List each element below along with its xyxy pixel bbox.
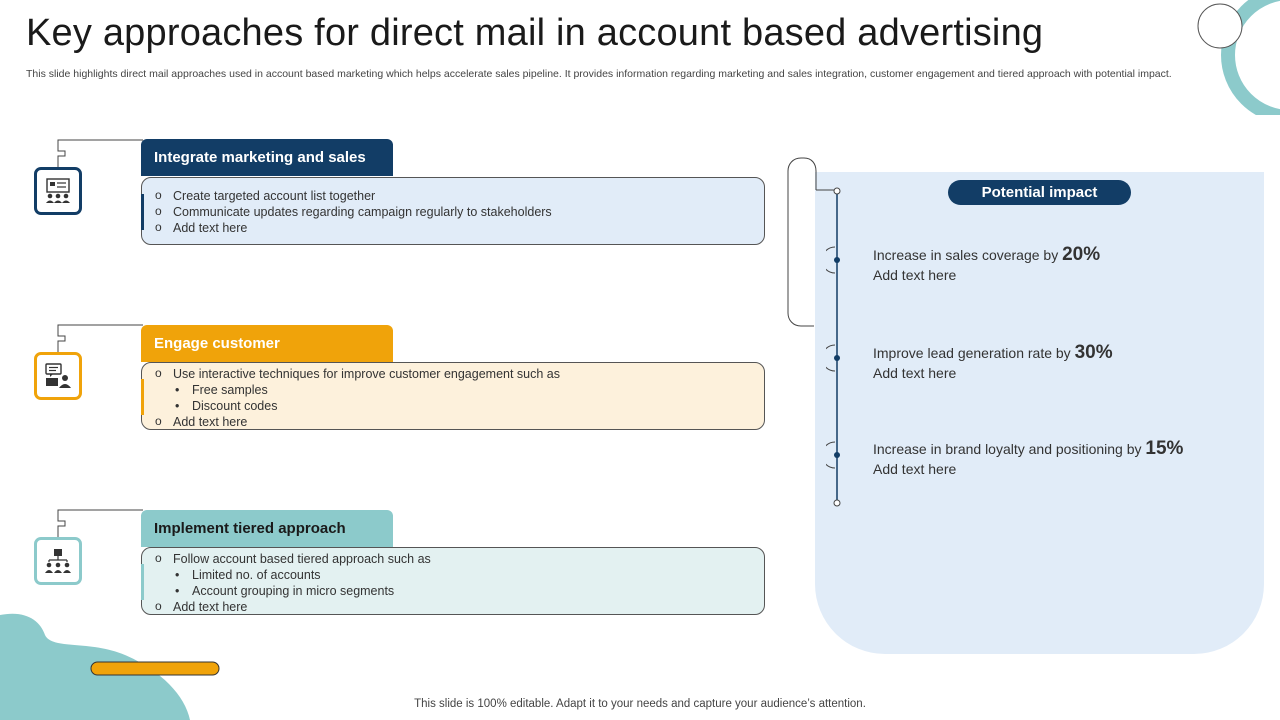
approach-2-box: Use interactive techniques for improve c… <box>141 362 765 430</box>
impact-item-1: Increase in sales coverage by 20% Add te… <box>873 245 1100 285</box>
impact-item-3-text: Increase in brand loyalty and positionin… <box>873 441 1142 457</box>
connector-line-1 <box>57 139 143 167</box>
connector-line-2 <box>57 324 143 352</box>
approach-2-title: Engage customer <box>141 325 393 362</box>
impact-item-2-value: 30% <box>1074 342 1113 363</box>
impact-item-3-sub: Add text here <box>873 461 957 477</box>
impact-bracket <box>787 157 837 327</box>
impact-item-3-value: 15% <box>1145 438 1184 459</box>
approach-2-subpoint-2: Discount codes <box>155 398 752 414</box>
approach-3-point-1: Follow account based tiered approach suc… <box>155 550 752 567</box>
approach-3-subpoint-1: Limited no. of accounts <box>155 567 752 583</box>
approach-1-box: Create targeted account list together Co… <box>141 177 765 245</box>
decorative-blob-bottom-left <box>0 613 220 720</box>
approach-3-box: Follow account based tiered approach suc… <box>141 547 765 615</box>
impact-title: Potential impact <box>948 180 1131 205</box>
connector-line-3 <box>57 509 143 537</box>
impact-panel <box>815 172 1264 654</box>
approach-2-point-2: Add text here <box>155 413 752 430</box>
impact-item-2: Improve lead generation rate by 30% Add … <box>873 343 1113 383</box>
impact-item-2-sub: Add text here <box>873 365 957 381</box>
approach-3-icon-box <box>34 537 82 585</box>
customer-chat-icon <box>45 363 71 388</box>
approach-3-title: Implement tiered approach <box>141 510 393 547</box>
approach-3-subpoint-2: Account grouping in micro segments <box>155 583 752 599</box>
impact-item-1-text: Increase in sales coverage by <box>873 247 1059 263</box>
approach-1-title: Integrate marketing and sales <box>141 139 393 176</box>
approach-1-point-1: Create targeted account list together <box>155 187 752 204</box>
impact-item-1-value: 20% <box>1062 244 1101 265</box>
approach-1-point-3: Add text here <box>155 219 752 236</box>
footer-note: This slide is 100% editable. Adapt it to… <box>414 698 866 710</box>
decorative-circles-top-right <box>1197 0 1280 115</box>
approach-2-point-1: Use interactive techniques for improve c… <box>155 365 752 382</box>
impact-item-1-sub: Add text here <box>873 267 957 283</box>
impact-item-3: Increase in brand loyalty and positionin… <box>873 439 1183 479</box>
approach-1-point-2: Communicate updates regarding campaign r… <box>155 203 752 220</box>
approach-3-point-2: Add text here <box>155 598 752 615</box>
page-title: Key approaches for direct mail in accoun… <box>26 12 1044 54</box>
page-subtitle: This slide highlights direct mail approa… <box>26 68 1172 80</box>
impact-timeline <box>826 187 841 507</box>
approach-2-icon-box <box>34 352 82 400</box>
presentation-audience-icon <box>46 178 70 203</box>
approach-2-subpoint-1: Free samples <box>155 382 752 398</box>
impact-item-2-text: Improve lead generation rate by <box>873 345 1071 361</box>
hierarchy-team-icon <box>45 549 71 573</box>
approach-1-icon-box <box>34 167 82 215</box>
